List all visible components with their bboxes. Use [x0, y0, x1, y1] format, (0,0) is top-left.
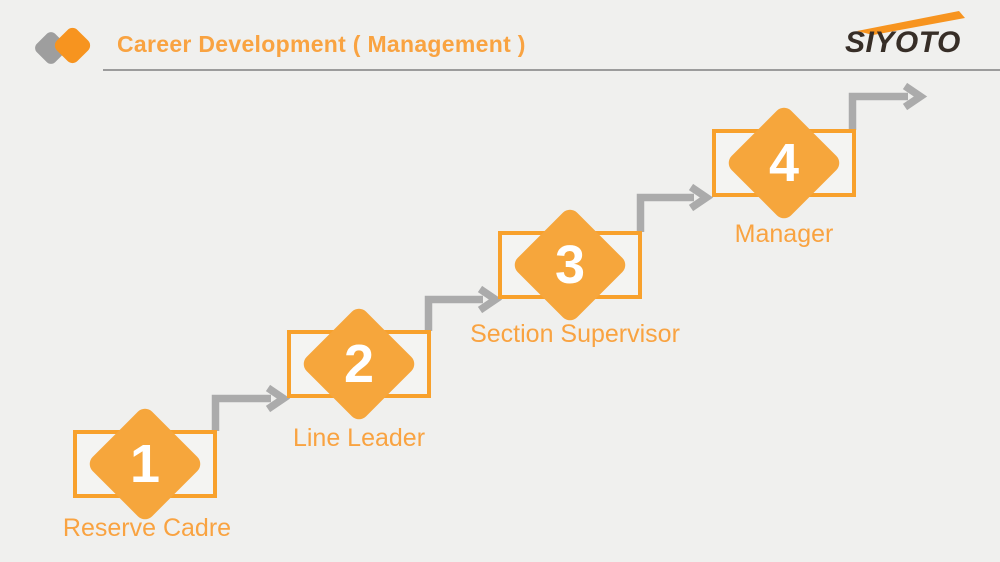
- step-2-number: 2: [343, 333, 375, 394]
- step-2-diamond: 2: [299, 304, 419, 424]
- header-divider: [103, 69, 1000, 71]
- page-title: Career Development ( Management ): [117, 31, 526, 57]
- logo-swoosh-icon: [857, 11, 965, 35]
- logo: SIYOTO: [840, 2, 1000, 64]
- step-3-number: 3: [554, 234, 586, 295]
- arrow-step3-to-step4: [636, 183, 714, 232]
- step-4-diamond: 4: [724, 103, 844, 223]
- step-4-number: 4: [768, 132, 800, 193]
- step-2-label: Line Leader: [292, 424, 426, 452]
- step-3-diamond: 3: [510, 205, 630, 325]
- step-1-label: Reserve Cadre: [62, 514, 232, 542]
- step-3-label: Section Supervisor: [470, 320, 680, 348]
- step-4-label: Manager: [734, 220, 834, 248]
- arrow-step4-up: [848, 82, 928, 130]
- step-1-number: 1: [129, 433, 161, 494]
- arrow-step1-to-step2: [211, 384, 291, 431]
- logo-text: SIYOTO: [845, 26, 961, 59]
- step-1-diamond: 1: [85, 404, 205, 524]
- header-mark-orange-diamond-icon: [51, 24, 94, 67]
